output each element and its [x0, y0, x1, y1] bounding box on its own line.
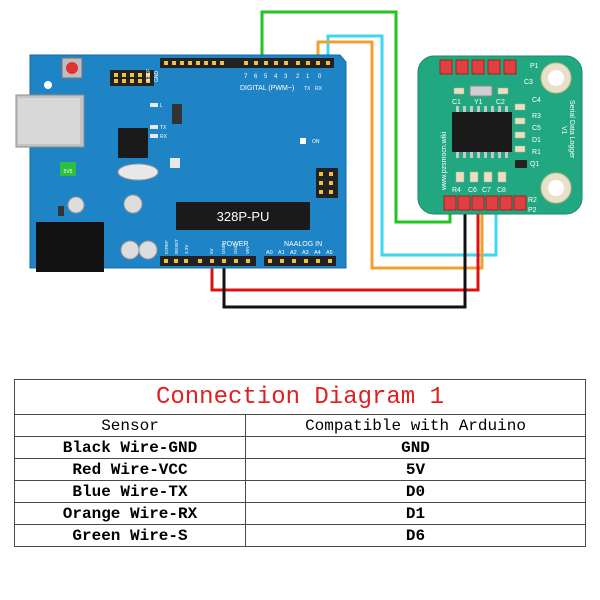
logger-label-c7: C7: [482, 187, 491, 194]
logger-label-d1: D1: [532, 137, 541, 144]
table-title-row: Connection Diagram 1: [14, 379, 586, 415]
logger-label-p1: P1: [530, 63, 539, 70]
arduino-cell: GND: [245, 436, 586, 459]
regulator-label: 5V5: [64, 169, 73, 175]
logger-label-c5: C5: [532, 125, 541, 132]
blue-wire: [326, 34, 498, 257]
main-chip: [176, 202, 310, 230]
pin-label-5: 5: [264, 74, 268, 80]
dc-jack: [36, 222, 104, 272]
logger-label-r1: R1: [532, 149, 541, 156]
pin-label-6: 6: [254, 74, 258, 80]
analog-pin-a5: A5: [326, 250, 333, 256]
pin-label-3: 3: [284, 74, 288, 80]
pin-label-4: 4: [274, 74, 278, 80]
led-l-label: L: [160, 103, 163, 109]
arduino-board: 5V5 ON L TX RX 328P-PU: [15, 54, 347, 272]
logger-label-p2: P2: [528, 207, 537, 214]
connection-table: Connection Diagram 1 Sensor Compatible w…: [14, 379, 586, 547]
connection-table-wrapper: Connection Diagram 1 Sensor Compatible w…: [14, 379, 586, 547]
logger-label-r4: R4: [452, 187, 461, 194]
power-pin-gnd2: GND: [233, 243, 238, 254]
analog-pin-a0: A0: [266, 250, 273, 256]
arduino-cell: D0: [245, 480, 586, 503]
table-row: Green Wire-S D6: [14, 524, 586, 547]
pin-label-0: 0: [318, 74, 322, 80]
sensor-cell: Green Wire-S: [14, 524, 246, 547]
arduino-cell: 5V: [245, 458, 586, 481]
logger-name: Serial Data Logger: [568, 100, 575, 159]
regulator: [60, 162, 76, 176]
power-pin-gnd1: GND: [221, 243, 226, 254]
led-rx-label: RX: [160, 134, 168, 140]
power-label: POWER: [222, 241, 248, 248]
arduino-cell: D1: [245, 502, 586, 525]
sensor-cell: Black Wire-GND: [14, 436, 246, 459]
analog-pin-a1: A1: [278, 250, 285, 256]
power-pin-3v3: 3.3V: [184, 245, 189, 254]
green-wire: [260, 10, 452, 224]
logger-label-c4: C4: [532, 97, 541, 104]
header-sensor: Sensor: [14, 414, 246, 437]
power-pin-reset: RESET: [174, 239, 179, 254]
logger-label-c6: C6: [468, 187, 477, 194]
logger-website: www.pzsmocn.wiki: [441, 131, 448, 191]
power-pin-5v: 5V: [209, 248, 214, 254]
logger-label-c2: C2: [496, 99, 505, 106]
led-tx-label: TX: [160, 125, 167, 131]
on-led: [300, 138, 306, 144]
logger-module: P1 C1 Y1 C2 C3 C4 R3 C5 D1 R1 Q1 R4 C6 C…: [417, 55, 583, 215]
pin-label-1: 1: [306, 74, 310, 80]
sensor-cell: Orange Wire-RX: [14, 502, 246, 525]
sensor-cell: Red Wire-VCC: [14, 458, 246, 481]
logger-label-y1: Y1: [474, 99, 483, 106]
crystal: [117, 163, 159, 181]
logger-label-r2: R2: [528, 197, 537, 204]
main-chip-label: 328P-PU: [217, 209, 270, 224]
tx-label: TX: [304, 86, 311, 92]
pin-label-2: 2: [296, 74, 300, 80]
table-title: Connection Diagram 1: [14, 379, 586, 415]
analog-pin-a2: A2: [290, 250, 297, 256]
rx-label: RX: [315, 86, 323, 92]
table-row: Black Wire-GND GND: [14, 436, 586, 459]
orange-wire: [316, 40, 484, 270]
analog-pin-a4: A4: [314, 250, 321, 256]
analog-header: [264, 256, 336, 266]
logger-label-c3: C3: [524, 79, 533, 86]
pin-label-7: 7: [244, 74, 248, 80]
arduino-cell: D6: [245, 524, 586, 547]
black-wire: [222, 208, 467, 309]
power-header: [160, 256, 256, 266]
logger-label-q1: Q1: [530, 161, 539, 168]
wires: [210, 10, 498, 309]
table-header-row: Sensor Compatible with Arduino: [14, 414, 586, 437]
table-row: Blue Wire-TX D0: [14, 480, 586, 503]
red-wire: [210, 208, 480, 292]
logger-label-c1: C1: [452, 99, 461, 106]
logger-ic: [452, 112, 512, 152]
digital-label: DIGITAL (PWM~): [240, 85, 294, 92]
logger-label-r3: R3: [532, 113, 541, 120]
usb-chip: [118, 128, 148, 158]
on-label: ON: [312, 139, 320, 145]
logger-label-c8: C8: [497, 187, 506, 194]
logger-bottom-header: [443, 195, 527, 211]
table-row: Orange Wire-RX D1: [14, 502, 586, 525]
gnd-label: GND: [154, 71, 160, 83]
table-row: Red Wire-VCC 5V: [14, 458, 586, 481]
power-pin-vin: VIN: [245, 246, 250, 254]
logger-version: V1: [560, 126, 567, 135]
header-arduino: Compatible with Arduino: [245, 414, 586, 437]
sensor-cell: Blue Wire-TX: [14, 480, 246, 503]
logger-top-header: [439, 59, 517, 75]
analog-pin-a3: A3: [302, 250, 309, 256]
analog-label: NAALOG IN: [284, 241, 322, 248]
wiring-diagram: 5V5 ON L TX RX 328P-PU: [15, 10, 583, 309]
aref-label: AREF: [146, 69, 152, 82]
power-pin-ioref: IOREF: [164, 240, 169, 254]
